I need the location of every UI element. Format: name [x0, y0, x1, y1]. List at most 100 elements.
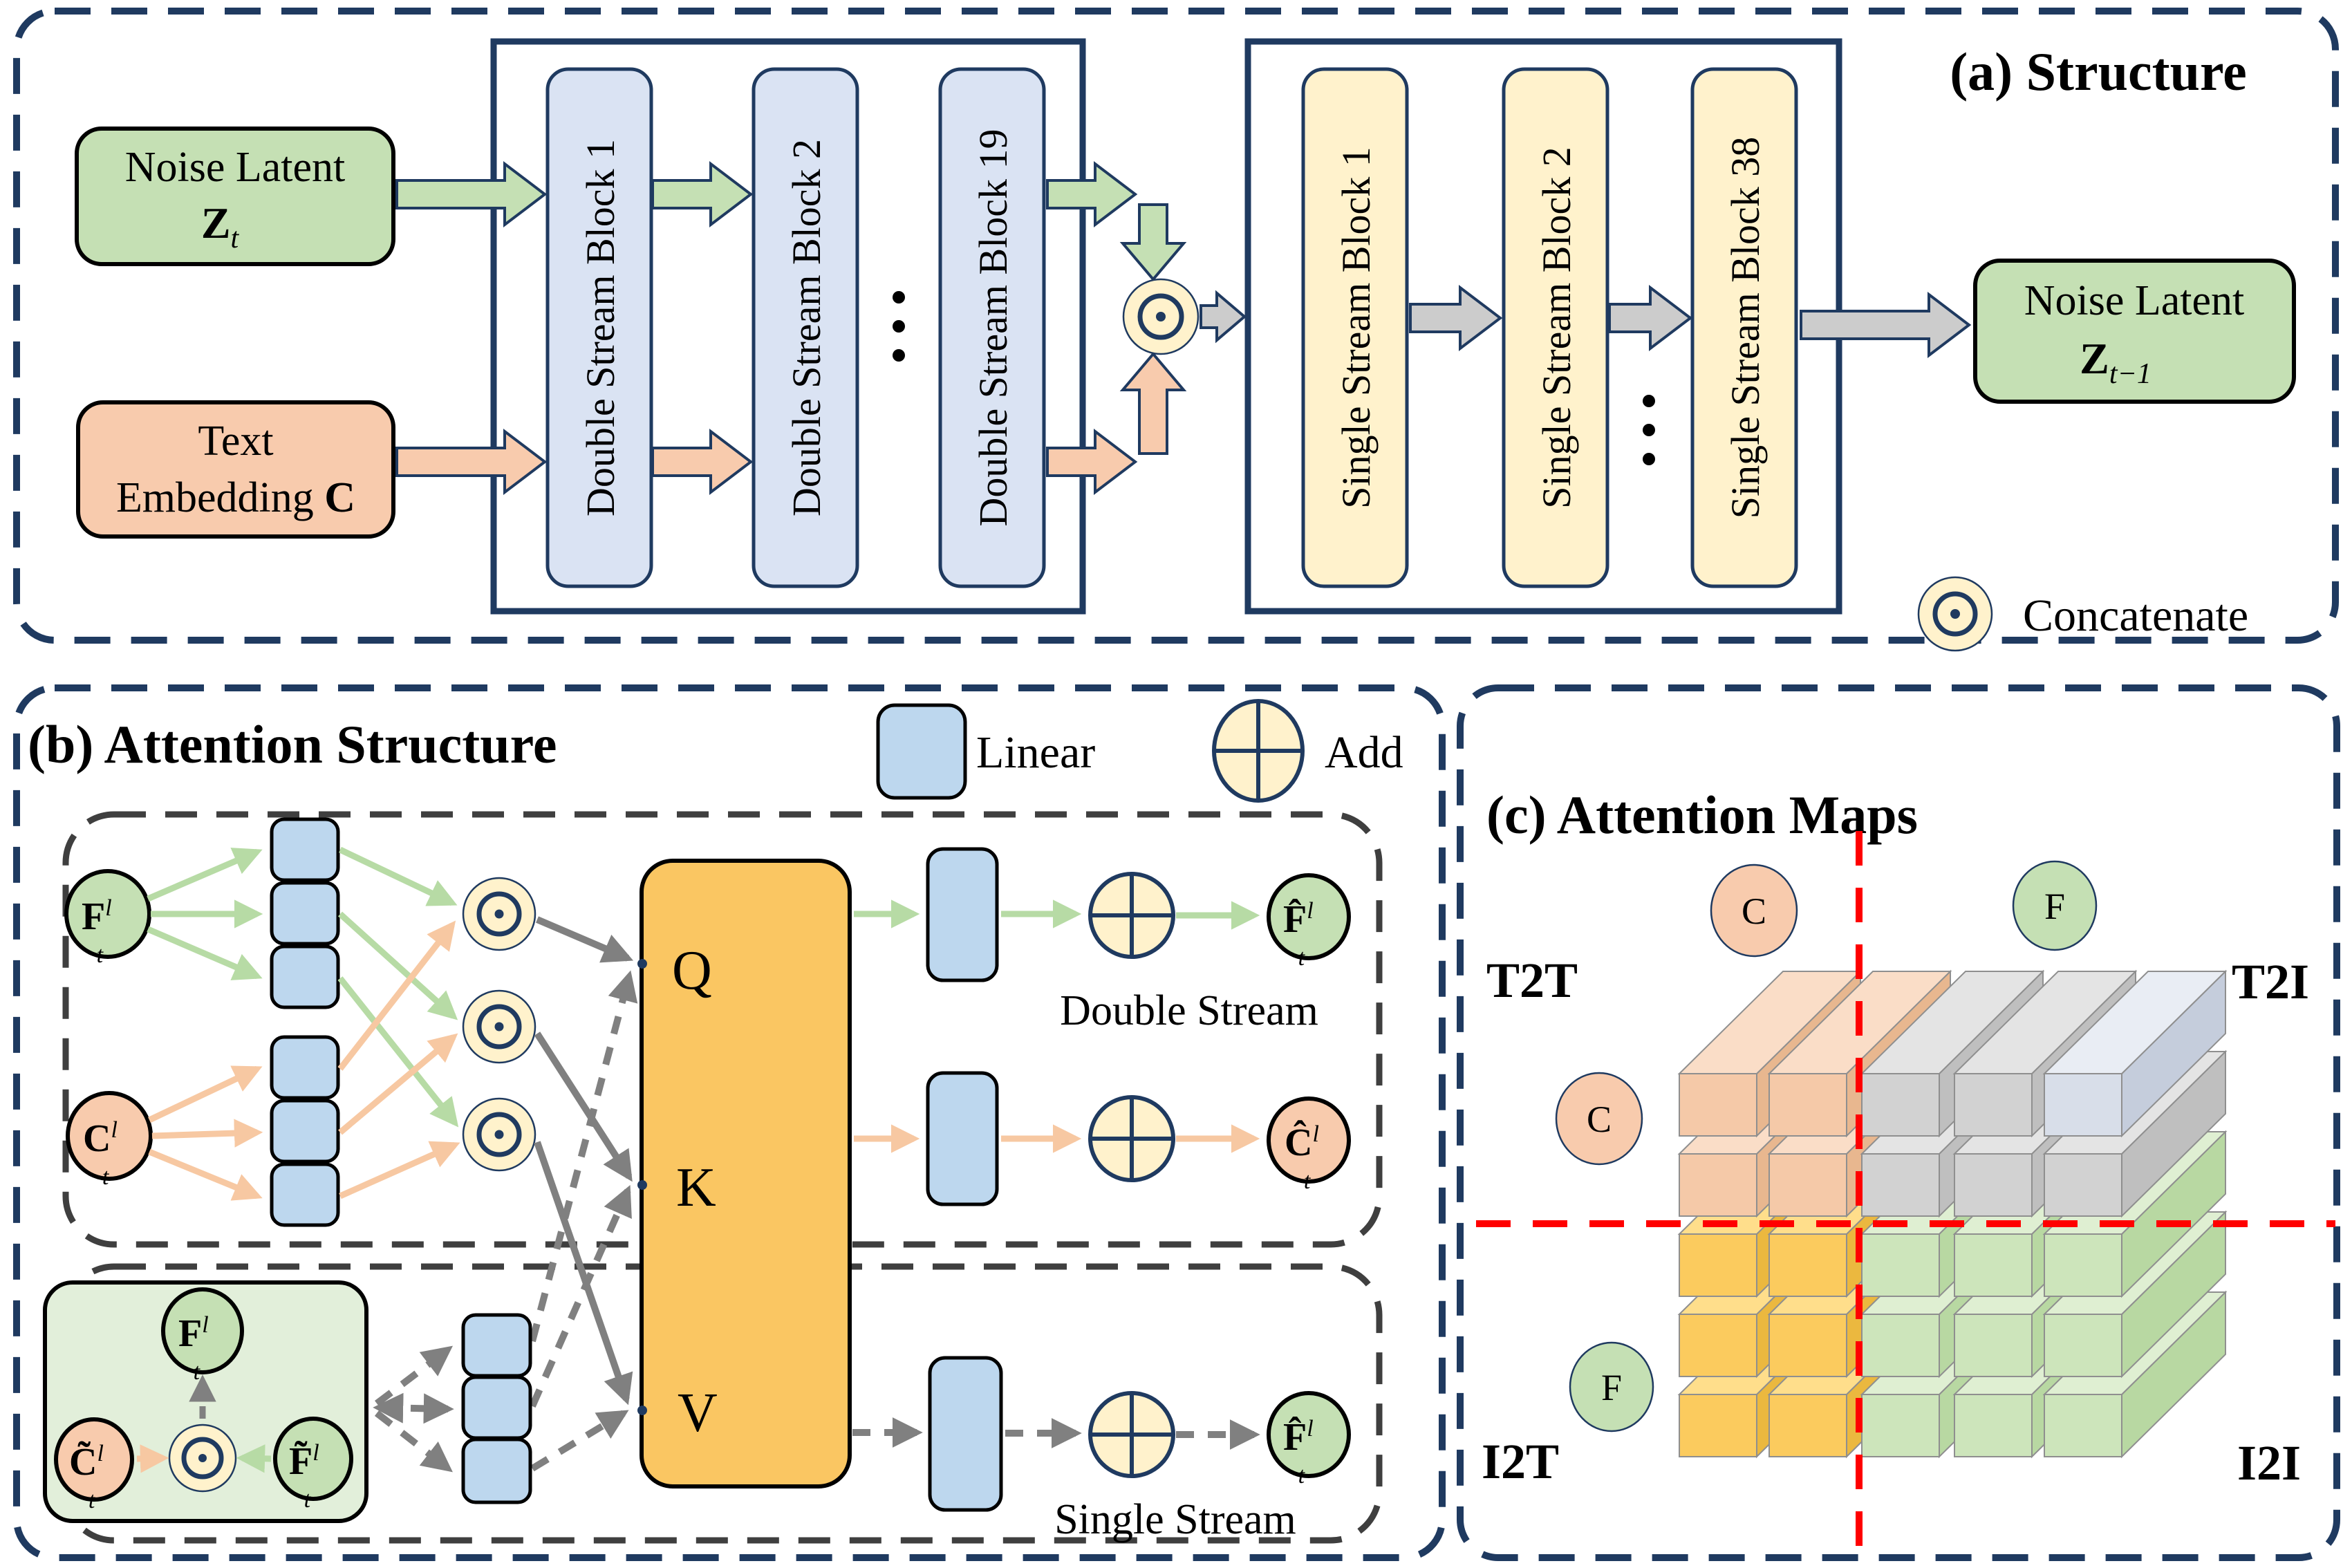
quadrant-label-t2i: T2I: [2232, 954, 2309, 1009]
cube-cell-face: [1954, 1233, 2033, 1297]
legend-concat-label: Concatenate: [2023, 590, 2248, 641]
legend-linear-icon: [876, 703, 967, 800]
panel-b-title: (b) Attention Structure: [28, 714, 557, 774]
cube-cell-face: [1768, 1314, 1847, 1377]
svg-text:C: C: [1742, 890, 1766, 932]
double-stream-block-19-label: Double Stream Block 19: [971, 129, 1016, 526]
arrow-green-2: [651, 160, 754, 228]
cube-cell-face: [1861, 1314, 1940, 1377]
arrow-green-down: [1119, 203, 1187, 282]
single-F-tilde-node: [273, 1417, 353, 1501]
v-attach-dot: [637, 1406, 647, 1415]
text-embedding-line2: Embedding C: [116, 474, 355, 521]
linear-block-F-out: [926, 847, 999, 982]
cube-cell-face: [1861, 1394, 1940, 1457]
cube-cell-face: [1861, 1153, 1940, 1217]
double-stream-block-2-label: Double Stream Block 2: [784, 139, 829, 516]
cube-cell-face: [1768, 1073, 1847, 1137]
panel-c-border: [1457, 684, 2340, 1561]
concat-circle-1: [462, 877, 536, 951]
double-stream-block-2: [752, 67, 859, 588]
noise-latent-input-box: Noise Latent Zt: [75, 127, 395, 266]
arrows-stackF-to-concat: [337, 846, 459, 1128]
cube-cell-face: [2044, 1394, 2122, 1457]
noise-latent-out-symbol: Zt−1: [2080, 334, 2152, 390]
panel-c-title: (c) Attention Maps: [1486, 785, 1918, 845]
qkv-k-label: K: [676, 1157, 716, 1218]
ellipsis-dots-single: [1643, 395, 1655, 465]
noise-latent-output-box: Noise Latent Zt−1: [1973, 259, 2296, 404]
single-F-node: [161, 1287, 244, 1374]
token-circle-c-left: C: [1555, 1072, 1643, 1166]
linear-block-single-out: [928, 1356, 1003, 1512]
add-icon-single: [1088, 1391, 1175, 1478]
arrow-Ctilde-to-concat: [136, 1444, 169, 1473]
ellipsis-dots-double: [893, 291, 905, 362]
cube-cell-face: [2044, 1153, 2122, 1217]
add-icon-C: [1088, 1095, 1175, 1182]
panel-a-border: [13, 8, 2339, 644]
arrow-gray-1: [1409, 284, 1503, 352]
text-embedding-box: Text Embedding C: [76, 400, 395, 539]
panel-c-attention-maps: (c) Attention Maps C F C F T2T T2I I2T I…: [1457, 684, 2340, 1561]
attention-cube-grid: [1677, 969, 2228, 1459]
noise-latent-symbol: Zt: [201, 198, 240, 254]
text-embedding-line1: Text: [198, 418, 273, 465]
quadrant-label-i2i: I2I: [2237, 1435, 2301, 1491]
k-attach-dot: [637, 1180, 647, 1190]
cube-cell-face: [1679, 1233, 1757, 1297]
concat-circle-3: [462, 1097, 536, 1172]
arrow-orange-up: [1119, 351, 1187, 455]
arrow-gray-out: [1800, 291, 1972, 359]
panel-a-title: (a) Structure: [1950, 41, 2247, 102]
concatenate-icon: [1122, 278, 1200, 355]
q-attach-dot: [637, 959, 647, 969]
cube-cell-face: [1861, 1233, 1940, 1297]
arrow-orange-3: [1046, 428, 1138, 496]
add-icon-F: [1088, 872, 1175, 959]
token-circle-c-top: C: [1710, 864, 1798, 958]
linear-stack-F: [270, 817, 340, 1009]
single-concat-icon: [168, 1424, 237, 1493]
cube-cell-face: [1954, 1314, 2033, 1377]
arrows-box-to-singlestack: [373, 1345, 454, 1473]
qkv-q-label: Q: [672, 940, 712, 1001]
single-stream-block-1-label: Single Stream Block 1: [1334, 147, 1379, 509]
svg-text:F: F: [2044, 886, 2065, 927]
arrow-green-1: [395, 160, 548, 228]
legend-add-label: Add: [1325, 727, 1403, 778]
single-stream-block-38: [1690, 67, 1798, 588]
cube-cell-face: [2044, 1233, 2122, 1297]
noise-latent-box-shape: [75, 127, 395, 266]
legend-add-icon: [1212, 699, 1305, 803]
arrows-F-to-stack: [147, 848, 263, 980]
double-stream-block-1: [545, 67, 653, 588]
cube-cell-face: [1679, 1314, 1757, 1377]
token-circle-f-left: F: [1569, 1341, 1654, 1432]
noise-latent-out-line1: Noise Latent: [2024, 277, 2245, 324]
arrow-orange-1: [395, 428, 548, 496]
cube-cell-face: [1768, 1233, 1847, 1297]
token-circle-f-top: F: [2012, 860, 2098, 951]
attention-qkv-box: [640, 859, 852, 1488]
quadrant-label-t2t: T2T: [1486, 953, 1578, 1008]
concat-circle-2: [462, 989, 536, 1064]
arrow-green-3: [1046, 160, 1138, 228]
legend-linear-label: Linear: [976, 727, 1095, 778]
double-stream-block-1-label: Double Stream Block 1: [578, 139, 623, 516]
single-stream-block-1: [1301, 67, 1409, 588]
arrows-concat-to-qkv: [534, 916, 634, 1406]
linear-stack-C: [270, 1035, 340, 1227]
quadrant-label-i2t: I2T: [1482, 1434, 1559, 1489]
cube-cell-face: [2044, 1314, 2122, 1377]
